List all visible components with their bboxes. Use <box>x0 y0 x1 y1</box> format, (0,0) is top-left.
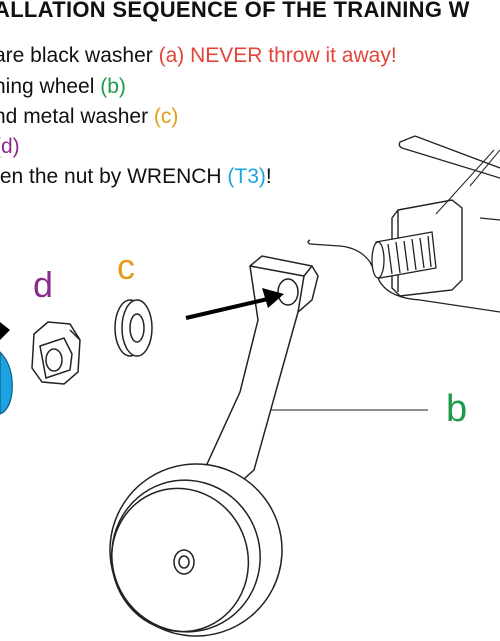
leader-lines <box>248 149 500 411</box>
bike-frame <box>307 135 500 313</box>
step-2: ning wheel (b) <box>0 75 126 99</box>
step-5-text: ten the nut by WRENCH <box>0 165 228 188</box>
step-5-tail: ! <box>265 165 272 188</box>
label-c: c <box>117 246 135 287</box>
axle-bolt <box>371 231 437 279</box>
step-5: ten the nut by WRENCH (T3)! <box>0 165 272 189</box>
page-title: ALLATION SEQUENCE OF THE TRAINING W <box>0 0 470 22</box>
step-1-text: are black washer <box>0 44 159 67</box>
step-3: nd metal washer (c) <box>0 105 178 129</box>
wrench-t3 <box>0 322 13 415</box>
label-b: b <box>446 388 468 430</box>
metal-washer-c <box>114 299 153 357</box>
step-3-ref: (c) <box>153 105 179 128</box>
step-2-text: ning wheel <box>0 75 101 98</box>
step-4-ref: (d) <box>0 135 20 158</box>
step-1-warning: NEVER throw it away! <box>184 44 397 67</box>
nut-d <box>31 321 81 385</box>
training-wheel <box>109 255 319 637</box>
step-5-ref: (T3) <box>227 165 266 188</box>
step-1-ref: (a) <box>158 44 185 67</box>
step-1: are black washer (a) NEVER throw it away… <box>0 44 397 68</box>
insert-arrow <box>185 288 284 320</box>
label-d: d <box>33 264 54 305</box>
step-3-text: nd metal washer <box>0 105 154 128</box>
step-2-ref: (b) <box>100 75 126 98</box>
step-4: (d) <box>0 135 20 159</box>
